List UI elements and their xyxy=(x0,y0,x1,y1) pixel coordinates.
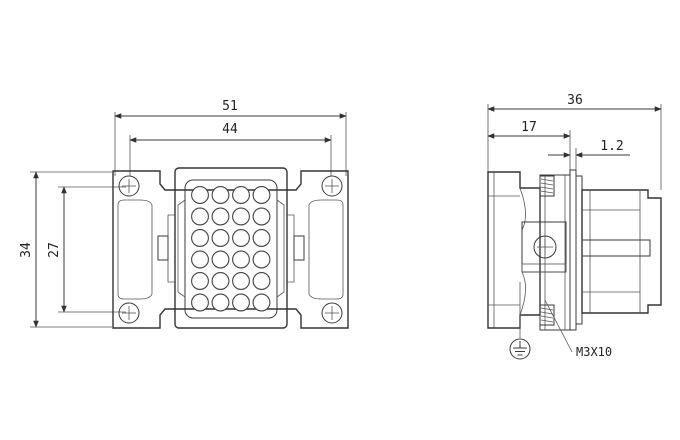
dim-17-label: 17 xyxy=(521,120,537,135)
contact-pin xyxy=(191,293,209,312)
dim-36-label: 36 xyxy=(567,93,583,108)
mounting-screw-icon xyxy=(321,175,343,197)
contact-pin xyxy=(191,229,209,247)
mounting-screw-icon xyxy=(321,302,343,324)
dimension-front-width-outer: 51 xyxy=(114,99,347,119)
dim-1-2-label: 1.2 xyxy=(600,139,623,154)
screw-spec-label: M3X10 xyxy=(576,345,612,359)
dimension-side-depth-front: 17 xyxy=(487,120,571,139)
dimension-side-depth-total: 36 xyxy=(487,93,662,112)
contact-pin xyxy=(252,250,271,269)
contact-pin xyxy=(252,293,271,312)
contact-pin xyxy=(211,229,230,247)
contact-pin xyxy=(252,229,271,247)
contact-pin xyxy=(211,272,230,290)
contact-pin xyxy=(232,272,250,290)
dim-44-label: 44 xyxy=(222,122,238,137)
dim-27-label: 27 xyxy=(47,242,62,258)
contact-pin-grid xyxy=(191,186,271,312)
ground-screw-icon xyxy=(521,221,567,273)
contact-pin xyxy=(232,250,250,269)
contact-pin xyxy=(211,293,230,312)
insert-housing xyxy=(174,167,288,329)
ground-symbol-icon xyxy=(509,338,531,360)
mounting-screw-icon xyxy=(118,302,140,324)
locking-spring-top xyxy=(539,175,555,197)
contact-pin xyxy=(191,207,209,226)
mounting-screw-icon xyxy=(118,175,140,197)
dim-51-label: 51 xyxy=(222,99,238,114)
contact-pin xyxy=(191,272,209,290)
contact-pin xyxy=(232,207,250,226)
contact-pin xyxy=(191,250,209,269)
contact-pin xyxy=(211,250,230,269)
contact-pin xyxy=(211,207,230,226)
contact-pin xyxy=(252,207,271,226)
side-view: 36 17 1.2 xyxy=(487,93,662,360)
dim-34-label: 34 xyxy=(19,242,34,258)
locking-spring-bottom xyxy=(539,304,555,326)
contact-pin xyxy=(232,229,250,247)
front-view: 51 44 34 27 xyxy=(19,99,349,329)
contact-pin xyxy=(252,186,271,204)
rear-insert-outline xyxy=(581,189,662,314)
dimension-front-width-inner: 44 xyxy=(129,122,332,143)
dimension-side-offset: 1.2 xyxy=(548,139,630,158)
flange-outline xyxy=(112,170,349,329)
contact-pin xyxy=(232,293,250,312)
dimension-front-height-inner: 27 xyxy=(47,186,67,313)
contact-pin xyxy=(211,186,230,204)
contact-pin xyxy=(232,186,250,204)
contact-pin xyxy=(191,186,209,204)
contact-pin xyxy=(252,272,271,290)
dimension-front-height-outer: 34 xyxy=(19,171,39,328)
